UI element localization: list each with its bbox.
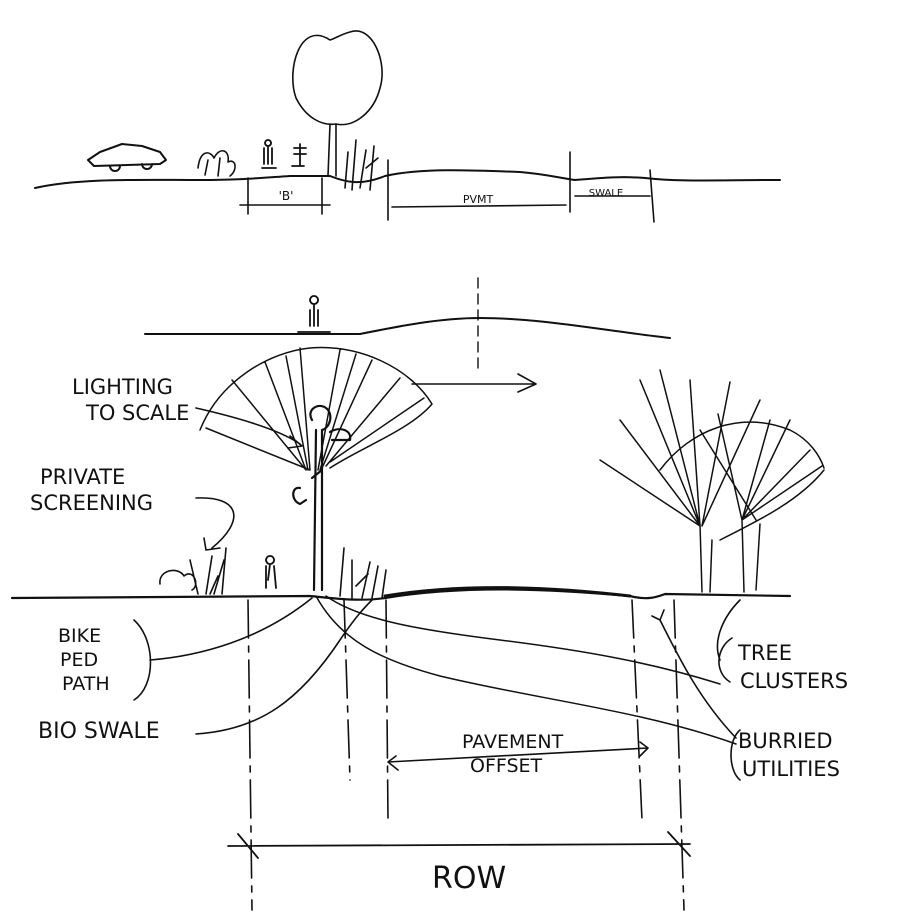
utility-curve	[315, 595, 737, 745]
private-screening-line2: SCREENING	[30, 491, 153, 515]
private-screening-leader	[195, 497, 235, 551]
bio-swale-leader	[195, 599, 373, 735]
private-screening-line1: PRIVATE	[40, 465, 125, 489]
row-label: ROW	[432, 861, 506, 896]
tree-canopy-icon	[292, 30, 383, 126]
tree-clusters-leader	[716, 599, 741, 683]
tree-trunk-icon	[327, 123, 337, 177]
swale-limit-line	[343, 599, 351, 781]
light-spread-arrow	[411, 373, 537, 393]
pavement-edge-line-right	[631, 599, 643, 821]
person-icon	[261, 139, 277, 169]
person-icon	[297, 295, 331, 333]
buried-utilities-line1: BURRIED	[738, 729, 833, 753]
lighting-label-line2: TO SCALE	[85, 401, 189, 425]
annotations: LIGHTING TO SCALE PRIVATE SCREENING BIKE…	[30, 375, 848, 896]
middle-profile	[144, 277, 671, 371]
bio-swale-label: BIO SWALE	[38, 719, 160, 744]
person-icon	[265, 555, 277, 589]
tree-clusters-line2: CLUSTERS	[740, 669, 848, 693]
person-icon	[291, 143, 307, 167]
tree-clusters-line1: TREE	[737, 641, 792, 665]
buried-utilities-line2: UTILITIES	[742, 757, 840, 781]
swale-plants-icon	[344, 139, 379, 191]
shrub-icon	[197, 150, 236, 177]
pavement-offset-dimension	[387, 741, 649, 771]
swale-plants-icon	[339, 547, 387, 599]
dim-b-label: 'B'	[279, 189, 294, 203]
buried-utilities-leader	[651, 609, 741, 781]
top-section: 'B' PVMT SWALE	[34, 30, 781, 223]
pavement-edge-line-left	[385, 599, 389, 821]
row-limit-line-right	[673, 599, 685, 911]
dim-swale-label: SWALE	[589, 188, 623, 199]
bike-path-line2: PED	[60, 649, 98, 671]
car-icon	[87, 143, 167, 172]
utility-curve	[325, 595, 721, 685]
tree-cluster-icon	[599, 369, 825, 593]
tree-canopy-icon	[199, 346, 433, 471]
top-ground-line	[34, 169, 781, 189]
row-dimension	[227, 831, 691, 859]
bike-path-leader	[133, 597, 313, 701]
row-limit-line-left	[247, 599, 253, 911]
top-dimension-lines	[239, 151, 655, 223]
screening-shrub-icon	[159, 547, 227, 595]
street-light-icon	[292, 404, 352, 592]
bike-path-line1: BIKE	[58, 625, 101, 647]
pavement-surface	[383, 586, 632, 598]
bike-path-line3: PATH	[62, 673, 110, 695]
pavement-offset-line2: OFFSET	[470, 755, 543, 777]
pavement-offset-line1: PAVEMENT	[462, 731, 564, 753]
lighting-leader	[195, 407, 303, 449]
dim-pvmt-label: PVMT	[463, 193, 494, 206]
ground-line	[10, 588, 792, 601]
profile-ground-line	[144, 317, 671, 339]
lighting-label-line1: LIGHTING	[72, 375, 173, 399]
main-section	[10, 346, 825, 911]
